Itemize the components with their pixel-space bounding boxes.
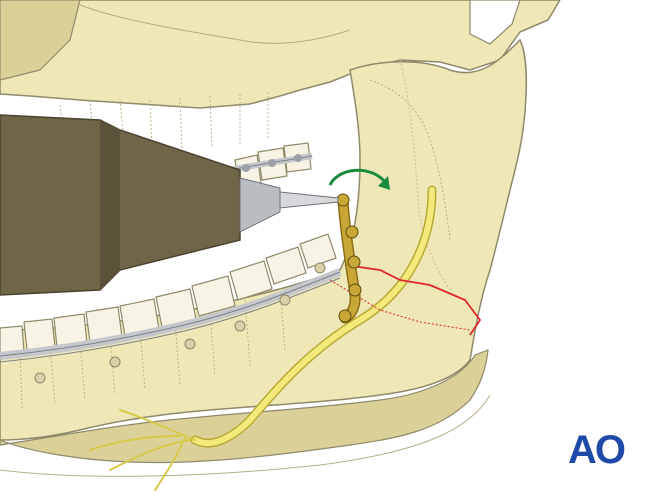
lower-teeth [0,233,337,355]
drill-icon [0,114,339,296]
plate-icon [336,193,362,324]
tooth-roots [19,92,286,411]
upper-arch-bar [229,153,313,173]
ao-logo: AO [568,428,626,472]
lower-arch-bar [0,262,342,384]
upper-skull [0,0,665,109]
rotation-arrow-icon [328,168,390,190]
alveolar-nerve [89,185,437,491]
